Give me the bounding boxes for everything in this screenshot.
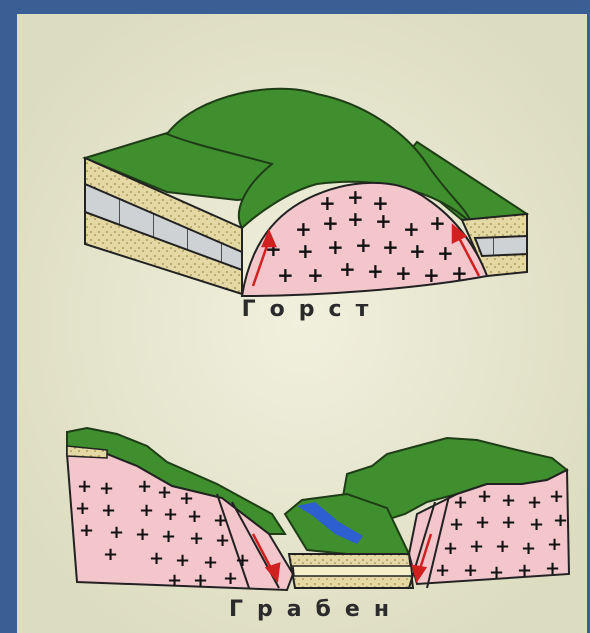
svg-text:+: + <box>463 560 478 581</box>
svg-text:+: + <box>521 538 536 559</box>
svg-text:+: + <box>135 524 150 545</box>
svg-text:+: + <box>277 263 294 287</box>
svg-text:+: + <box>322 211 339 235</box>
svg-text:+: + <box>545 558 560 579</box>
svg-text:+: + <box>443 538 458 559</box>
svg-text:+: + <box>103 544 118 565</box>
svg-text:+: + <box>429 211 446 235</box>
svg-text:+: + <box>495 536 510 557</box>
svg-text:+: + <box>553 510 568 531</box>
svg-text:+: + <box>99 478 114 499</box>
svg-text:+: + <box>489 562 504 583</box>
svg-text:+: + <box>549 486 564 507</box>
svg-text:+: + <box>167 570 182 591</box>
svg-text:+: + <box>189 528 204 549</box>
svg-text:+: + <box>423 263 440 287</box>
svg-text:+: + <box>139 500 154 521</box>
svg-text:+: + <box>163 504 178 525</box>
svg-text:+: + <box>161 526 176 547</box>
svg-text:+: + <box>501 490 516 511</box>
svg-text:+: + <box>547 534 562 555</box>
svg-text:+: + <box>449 514 464 535</box>
svg-text:+: + <box>215 530 230 551</box>
svg-text:+: + <box>529 514 544 535</box>
svg-text:+: + <box>193 570 208 591</box>
svg-text:+: + <box>213 510 228 531</box>
svg-text:+: + <box>295 217 312 241</box>
diagram-frame: +++ ++++++ +++++++ +++++++ <box>17 14 587 633</box>
svg-text:+: + <box>527 492 542 513</box>
svg-text:+: + <box>395 261 412 285</box>
svg-text:+: + <box>453 492 468 513</box>
svg-text:+: + <box>347 207 364 231</box>
fault-diagram-canvas: +++ ++++++ +++++++ +++++++ <box>17 14 587 633</box>
svg-text:+: + <box>77 476 92 497</box>
svg-text:+: + <box>327 235 344 259</box>
svg-text:+: + <box>307 263 324 287</box>
svg-text:+: + <box>187 506 202 527</box>
svg-text:+: + <box>517 560 532 581</box>
svg-text:+: + <box>469 536 484 557</box>
svg-text:+: + <box>475 512 490 533</box>
svg-text:+: + <box>347 185 364 209</box>
svg-text:+: + <box>149 548 164 569</box>
graben-caption: Грабен <box>17 597 587 622</box>
svg-text:+: + <box>403 217 420 241</box>
svg-text:+: + <box>175 550 190 571</box>
svg-text:+: + <box>109 522 124 543</box>
svg-text:+: + <box>501 512 516 533</box>
svg-text:+: + <box>157 482 172 503</box>
horst-right-limestone <box>475 236 527 256</box>
svg-text:+: + <box>382 235 399 259</box>
svg-text:+: + <box>367 259 384 283</box>
svg-text:+: + <box>355 233 372 257</box>
svg-text:+: + <box>409 239 426 263</box>
svg-text:+: + <box>75 498 90 519</box>
svg-text:+: + <box>375 209 392 233</box>
svg-text:+: + <box>223 568 238 589</box>
svg-text:+: + <box>477 486 492 507</box>
svg-text:+: + <box>137 476 152 497</box>
graben-central-limestone <box>293 566 412 576</box>
svg-text:+: + <box>101 500 116 521</box>
svg-text:+: + <box>339 257 356 281</box>
svg-text:+: + <box>435 560 450 581</box>
svg-text:+: + <box>297 239 314 263</box>
horst-caption: Горст <box>17 297 587 322</box>
svg-text:+: + <box>79 520 94 541</box>
svg-text:+: + <box>451 261 468 285</box>
